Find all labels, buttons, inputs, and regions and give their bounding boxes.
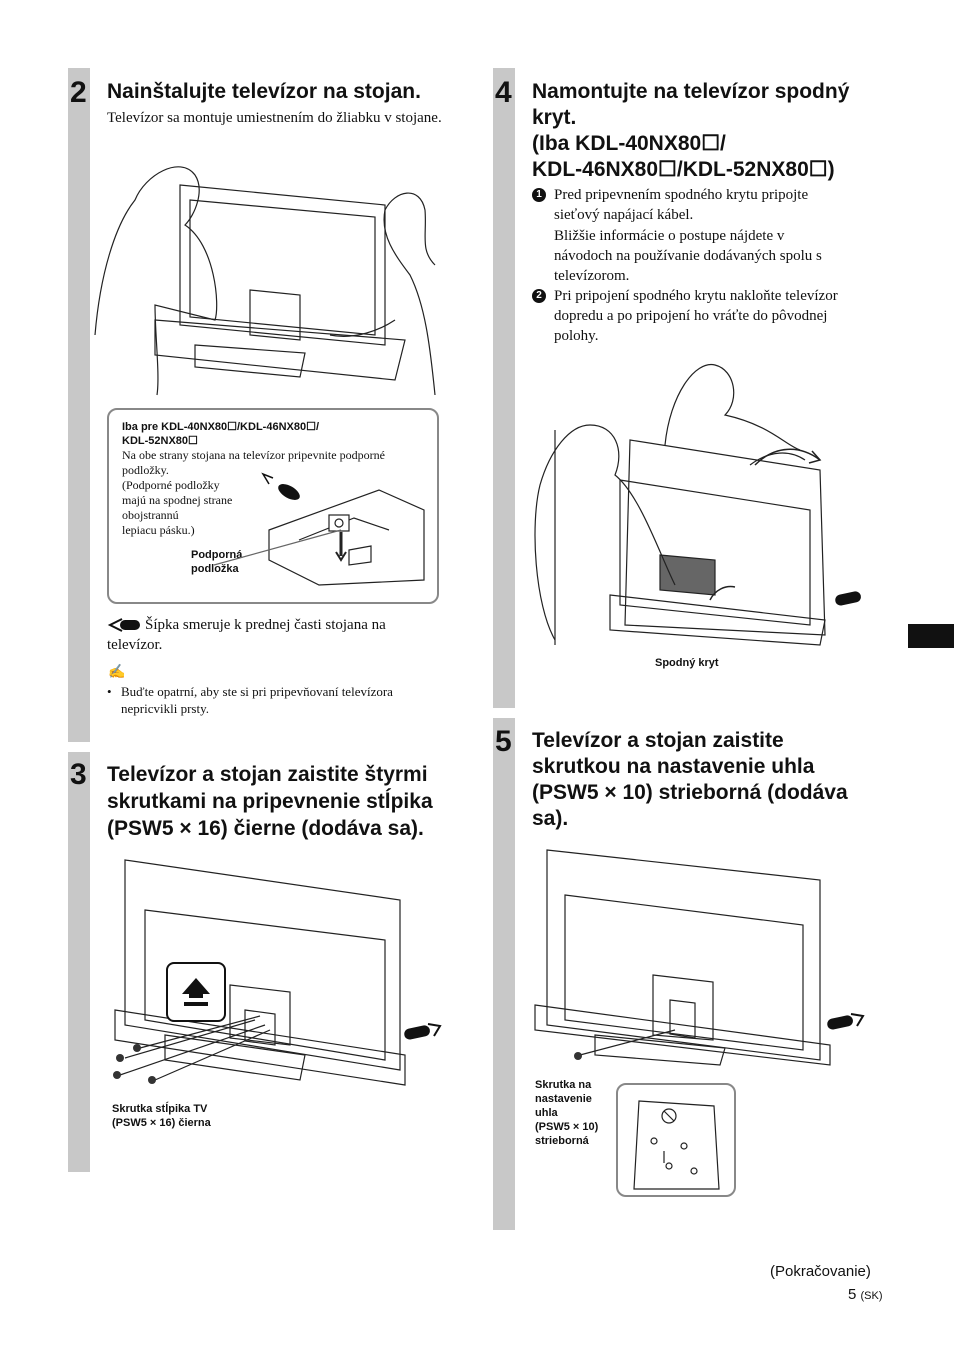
- step4-front-arrow-icon: [835, 591, 861, 606]
- step3-front-arrow-icon: [404, 1023, 442, 1040]
- step4-illustration: [534, 364, 861, 646]
- item1-line5: televízorom.: [554, 268, 630, 284]
- pencil-note-icon: ✍: [108, 665, 126, 680]
- note-bullet: •: [107, 684, 112, 699]
- page-number-value: 5: [848, 1286, 857, 1303]
- item2-line1: Pri pripojení spodného krytu nakloňte te…: [554, 288, 838, 304]
- item2-line2: dopredu a po pripojení ho vráťte do pôvo…: [554, 308, 828, 324]
- step2-sidebar: [68, 68, 90, 742]
- up-arrow-icon: [166, 962, 226, 1022]
- continued-label: (Pokračovanie): [770, 1263, 871, 1280]
- rotate-arrow-icon: [709, 448, 822, 601]
- arrow-text-line1: Šípka smeruje k prednej časti stojana na: [145, 617, 386, 633]
- step5-label-line3: uhla: [535, 1107, 558, 1119]
- callout-line4: majú na spodnej strane: [122, 493, 233, 507]
- step3-title-line1: Televízor a stojan zaistite štyrmi: [107, 763, 428, 786]
- step4-number: 4: [495, 76, 512, 109]
- item2-number: 2: [532, 289, 546, 303]
- step5-title-line4: sa).: [532, 807, 569, 830]
- callout-line3: (Podporné podložky: [122, 478, 220, 492]
- step3-title-line2: skrutkami na pripevnenie stĺpika: [107, 790, 433, 813]
- step5-title-line1: Televízor a stojan zaistite: [532, 729, 784, 752]
- step4-title-line3: (Iba KDL-40NX80☐/: [532, 132, 726, 155]
- bottom-cover-label: Spodný kryt: [655, 657, 719, 669]
- step4-title-line1: Namontujte na televízor spodný: [532, 80, 850, 103]
- step3-label-line1: Skrutka stĺpika TV: [112, 1103, 208, 1115]
- step3-sidebar: [68, 752, 90, 1172]
- callout-models-line2: KDL-52NX80☐: [122, 435, 198, 447]
- step2-text: Televízor sa montuje umiestnením do žlia…: [107, 110, 442, 126]
- step5-label-line1: Skrutka na: [535, 1079, 592, 1091]
- section-tab: [908, 624, 954, 648]
- item1-line3: Bližšie informácie o postupe nájdete v: [554, 228, 785, 244]
- angle-screw-detail: [616, 1083, 736, 1197]
- front-arrow-icon: [107, 618, 140, 632]
- step5-title-line3: (PSW5 × 10) strieborná (dodáva: [532, 781, 848, 804]
- support-pad-illustration: [213, 472, 425, 586]
- item1-line1: Pred pripevnením spodného krytu pripojte: [554, 187, 809, 203]
- item2-line3: polohy.: [554, 328, 599, 344]
- support-pad-label-line1: Podporná: [191, 549, 243, 561]
- step5-label-line4: (PSW5 × 10): [535, 1121, 599, 1133]
- step5-sidebar: [493, 718, 515, 1230]
- page-lang: (SK): [860, 1290, 883, 1302]
- callout-line2: podložky.: [122, 463, 169, 477]
- step2-title: Nainštalujte televízor na stojan.: [107, 80, 421, 103]
- step5-illustration: [534, 849, 831, 1066]
- item1-line2: sieťový napájací kábel.: [554, 207, 694, 223]
- step5-label-line2: nastavenie: [535, 1093, 592, 1105]
- step5-front-arrow-icon: [827, 1013, 865, 1030]
- callout-front-arrow-icon: [261, 472, 300, 500]
- screw-icons: [113, 1044, 156, 1084]
- callout-line6: lepiacu pásku.): [122, 523, 195, 537]
- step2-number: 2: [70, 76, 87, 109]
- support-pad-callout: Iba pre KDL-40NX80☐/KDL-46NX80☐/ KDL-52N…: [107, 408, 439, 604]
- angle-screw-icon: [574, 1052, 582, 1060]
- note-line2: nepricvikli prsty.: [121, 701, 209, 716]
- step3-title-line3: (PSW5 × 16) čierne (dodáva sa).: [107, 817, 424, 840]
- step5-title-line2: skrutkou na nastavenie uhla: [532, 755, 815, 778]
- item1-number: 1: [532, 188, 546, 202]
- callout-line5: obojstrannú: [122, 508, 179, 522]
- step5-number: 5: [495, 725, 512, 758]
- arrow-text-line2: televízor.: [107, 637, 163, 653]
- item1-line4: návodoch na používanie dodávaných spolu …: [554, 248, 822, 264]
- step4-sidebar: [493, 68, 515, 708]
- support-pad-label-line2: podložka: [191, 563, 239, 575]
- step4-title-line4: KDL-46NX80☐/KDL-52NX80☐): [532, 158, 835, 181]
- step4-title-line2: kryt.: [532, 106, 577, 129]
- step3-number: 3: [70, 758, 87, 791]
- step3-illustration: [113, 859, 406, 1086]
- step2-illustration: [94, 166, 436, 396]
- callout-models-line1: Iba pre KDL-40NX80☐/KDL-46NX80☐/: [122, 421, 320, 433]
- step5-label-line5: strieborná: [535, 1135, 589, 1147]
- step3-label-line2: (PSW5 × 16) čierna: [112, 1117, 211, 1129]
- note-line1: Buďte opatrní, aby ste si pri pripevňova…: [121, 684, 393, 699]
- page-number: 5 (SK): [848, 1286, 883, 1303]
- callout-line1: Na obe strany stojana na televízor pripe…: [122, 448, 385, 462]
